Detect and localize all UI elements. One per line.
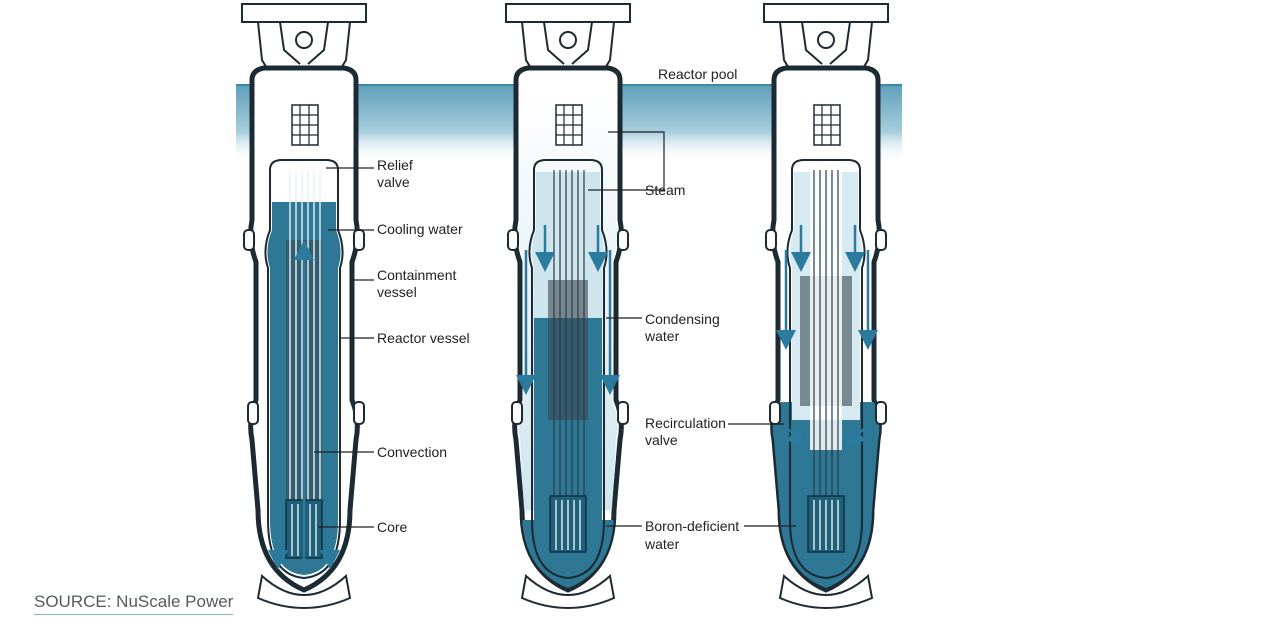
module-2-top-flange	[505, 3, 631, 23]
module-3-recirculation-valve-right	[875, 401, 887, 425]
module-2-control-rods	[553, 170, 585, 500]
module-1-top-flange	[241, 3, 367, 23]
label-reactor-vessel: Reactor vessel	[377, 330, 470, 346]
module-normal-operation	[241, 3, 367, 609]
label-containment-vessel-line2: vessel	[377, 284, 417, 300]
module-2-nozzle-left	[507, 229, 519, 251]
label-reactor-pool: Reactor pool	[658, 66, 737, 82]
module-3-nozzle-left	[765, 229, 777, 251]
module-2-top-piping	[521, 21, 615, 81]
module-1-nozzle-left	[243, 229, 255, 251]
module-3-base	[778, 574, 874, 609]
module-3-top-flange	[763, 3, 889, 23]
label-relief-valve-line1: Relief	[377, 157, 413, 173]
module-3-reactor-vessel	[786, 159, 866, 580]
leader-steam	[588, 131, 665, 191]
module-2-core-rods	[555, 500, 581, 550]
module-3-recirc-arrow-right	[844, 424, 869, 447]
module-3-core-rods	[813, 500, 839, 550]
module-2-nozzle-right	[617, 229, 629, 251]
label-containment-vessel-line1: Containment	[377, 267, 456, 283]
module-2-valve-left	[511, 401, 523, 425]
module-1-reactor-vessel	[264, 159, 344, 580]
module-3-recirc-arrow-left	[783, 424, 808, 447]
label-boron-deficient-water-line1: Boron-deficient	[645, 518, 739, 534]
label-boron-deficient-water-line2: water	[644, 536, 680, 552]
module-1-control-rods	[289, 170, 321, 500]
module-3-recirculation-valve-left	[769, 401, 781, 425]
module-1-nozzle-right	[353, 229, 365, 251]
label-cooling-water: Cooling water	[377, 221, 463, 237]
module-1-valve-right	[353, 401, 365, 425]
label-convection: Convection	[377, 444, 447, 460]
label-steam: Steam	[645, 182, 685, 198]
label-relief-valve-line2: valve	[377, 174, 410, 190]
module-3-top-piping	[779, 21, 873, 81]
module-2-valve-right	[617, 401, 629, 425]
module-3-control-rods	[813, 170, 839, 500]
module-3-nozzle-right	[875, 229, 887, 251]
module-2-base	[520, 574, 616, 609]
label-core: Core	[377, 519, 408, 535]
label-condensing-water-line2: water	[644, 328, 680, 344]
label-recirculation-valve-line2: valve	[645, 432, 678, 448]
module-2-riser	[548, 280, 588, 420]
module-steam-release	[505, 3, 631, 609]
source-credit: SOURCE: NuScale Power	[34, 592, 234, 615]
label-recirculation-valve-line1: Recirculation	[645, 415, 726, 431]
module-1-valve-left	[247, 401, 259, 425]
module-1-base	[256, 574, 352, 609]
module-1-top-piping	[257, 21, 351, 81]
label-condensing-water-line1: Condensing	[645, 311, 720, 327]
module-recirculation	[763, 3, 889, 609]
